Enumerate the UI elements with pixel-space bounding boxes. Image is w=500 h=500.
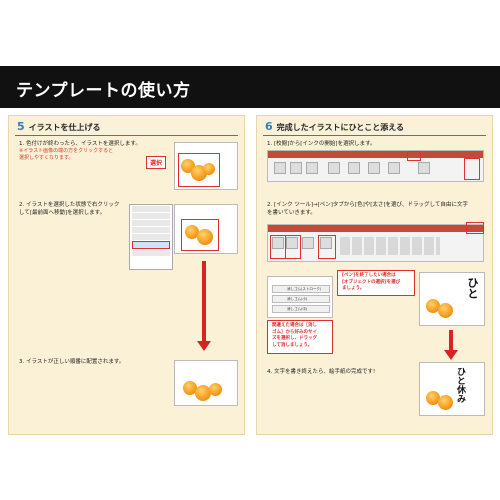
orange-illustration — [197, 229, 213, 245]
select-objects-callout: [ペン]を終了したい場合は [オブジェクトの選択]を選び ましょう。 — [337, 270, 415, 296]
select-objects-button[interactable] — [320, 237, 332, 249]
section-heading: イラストを仕上げる — [28, 123, 101, 132]
down-arrow-icon — [444, 350, 458, 360]
step-2-result-screenshot: ひと — [419, 272, 485, 326]
orange-illustration — [426, 391, 440, 405]
callout-line: ましょう。 — [342, 286, 365, 291]
callout-line: ゴム］から好みのサイ — [272, 329, 317, 335]
select-label: 選択 — [146, 156, 167, 169]
callout-text: 間違えた場合は［消し ゴム］から好みのサイ ズを選択し、ドラッグ して消しましょ… — [272, 323, 317, 349]
arrow-shaft — [449, 330, 453, 350]
callout-line: [ペン]を終了したい場合は — [342, 273, 396, 278]
step-2-screenshot — [174, 204, 238, 254]
orange-illustration — [209, 383, 222, 396]
pen-tab-highlight — [466, 222, 484, 234]
step-3: 3. イラストが正しい順番に配置されます。 — [19, 358, 124, 366]
page-title: テンプレートの使い方 — [16, 81, 191, 101]
pen-ribbon-screenshot — [267, 222, 484, 262]
ribbon-button[interactable] — [306, 162, 318, 174]
ribbon-button[interactable] — [274, 162, 286, 174]
section-rule — [15, 135, 238, 136]
ribbon-button[interactable] — [348, 162, 360, 174]
section-number: 5 — [17, 120, 25, 133]
orange-illustration — [185, 225, 199, 239]
arrow-shaft — [202, 261, 206, 341]
review-ribbon-screenshot — [267, 150, 484, 182]
orange-illustration — [203, 163, 215, 175]
menu-item[interactable] — [132, 234, 170, 240]
context-menu — [129, 204, 173, 270]
eraser-stroke-option[interactable]: 消しゴム(ストローク) — [272, 285, 330, 293]
step-1: 1. [校閲]から[インクの開始]を選択します。 — [267, 140, 376, 148]
step-2-line1: 2. [インク ツール]→[ペン]タブから[色]や[太さ]を選び、ドラッグして自… — [267, 202, 468, 208]
section-heading: 完成したイラストにひとこと添える — [276, 123, 405, 132]
orange-illustration — [426, 299, 440, 313]
step-1: 1. 色付けが終わったら、イラストを選択します。 ※イラスト画像の端の方をクリッ… — [19, 140, 141, 162]
menu-item[interactable] — [132, 213, 170, 219]
start-inking-highlight — [464, 158, 480, 180]
orange-illustration — [183, 381, 197, 395]
step-1-text: 1. [校閲]から[インクの開始]を選択します。 — [267, 141, 376, 147]
step-3-text: 3. イラストが正しい順番に配置されます。 — [19, 359, 125, 365]
menu-item[interactable] — [132, 250, 170, 256]
section-number: 6 — [265, 120, 273, 133]
callout-line: ズを選択し、ドラッグ — [272, 336, 317, 341]
pen-gallery[interactable] — [340, 237, 440, 255]
orange-illustration — [195, 385, 211, 401]
handwritten-text: ひと — [466, 277, 479, 299]
ribbon-button[interactable] — [302, 237, 314, 249]
eraser-callout: 間違えた場合は［消し ゴム］から好みのサイ ズを選択し、ドラッグ して消しましょ… — [267, 320, 333, 354]
step-2: 2. [インク ツール]→[ペン]タブから[色]や[太さ]を選び、ドラッグして自… — [267, 201, 468, 217]
orange-illustration — [438, 303, 453, 318]
step-2: 2. イラストを選択した状態で右クリック して[最前面へ移動]を選択します。 — [19, 201, 119, 217]
callout-line: して消しましょう。 — [272, 342, 313, 348]
menu-item[interactable] — [132, 227, 170, 233]
section-rule — [263, 135, 486, 136]
ribbon-button[interactable] — [290, 162, 302, 174]
step-2-line2: して[最前面へ移動]を選択します。 — [19, 210, 106, 216]
step-2-line2: を書いていきます。 — [267, 210, 316, 216]
menu-item[interactable] — [132, 220, 170, 226]
eraser-highlight — [285, 235, 301, 259]
select-objects-highlight — [318, 235, 336, 259]
bring-to-front-menu-item[interactable] — [132, 241, 170, 249]
final-result-screenshot: ひと休み — [419, 362, 485, 416]
step-1-text: 1. 色付けが終わったら、イラストを選択します。 — [19, 141, 141, 147]
eraser-medium-option[interactable]: 消しゴム(中) — [272, 305, 330, 313]
orange-illustration — [438, 395, 453, 410]
step-1-note-line2: 選択しやすくなります。 — [19, 155, 74, 161]
selection-highlight — [181, 219, 219, 251]
menu-item[interactable] — [132, 206, 170, 212]
step-1-note-line1: ※イラスト画像の端の方をクリックすると — [19, 148, 114, 154]
callout-text: [ペン]を終了したい場合は [オブジェクトの選択]を選び ましょう。 — [342, 273, 400, 293]
review-tab-highlight — [407, 151, 421, 161]
step-3-text: 4. 文字を書き終えたら、絵手紙の完成です! — [267, 369, 376, 375]
handwritten-text: ひと休み — [455, 367, 465, 403]
callout-line: 間違えた場合は［消し — [272, 323, 317, 328]
ribbon-tabs — [268, 151, 483, 158]
pen-highlight — [270, 235, 286, 259]
step-1-screenshot — [174, 142, 238, 190]
ribbon-tabs — [268, 225, 483, 232]
step-2-line1: 2. イラストを選択した状態で右クリック — [19, 202, 120, 208]
ribbon-button[interactable] — [418, 162, 430, 174]
eraser-small-option[interactable]: 消しゴム(小) — [272, 295, 330, 303]
page-header: テンプレートの使い方 — [0, 66, 500, 108]
callout-line: [オブジェクトの選択]を選び — [342, 279, 401, 285]
ribbon-button[interactable] — [388, 162, 400, 174]
eraser-button[interactable] — [286, 237, 298, 249]
eraser-dropdown: 消しゴム(ストローク) 消しゴム(小) 消しゴム(中) — [267, 276, 333, 318]
ribbon-button[interactable] — [368, 162, 380, 174]
pen-button[interactable] — [272, 237, 284, 249]
step-3: 4. 文字を書き終えたら、絵手紙の完成です! — [267, 368, 375, 376]
ribbon-button[interactable] — [328, 162, 340, 174]
down-arrow-icon — [197, 341, 211, 351]
selection-highlight — [178, 153, 220, 187]
step-3-screenshot — [174, 360, 238, 406]
